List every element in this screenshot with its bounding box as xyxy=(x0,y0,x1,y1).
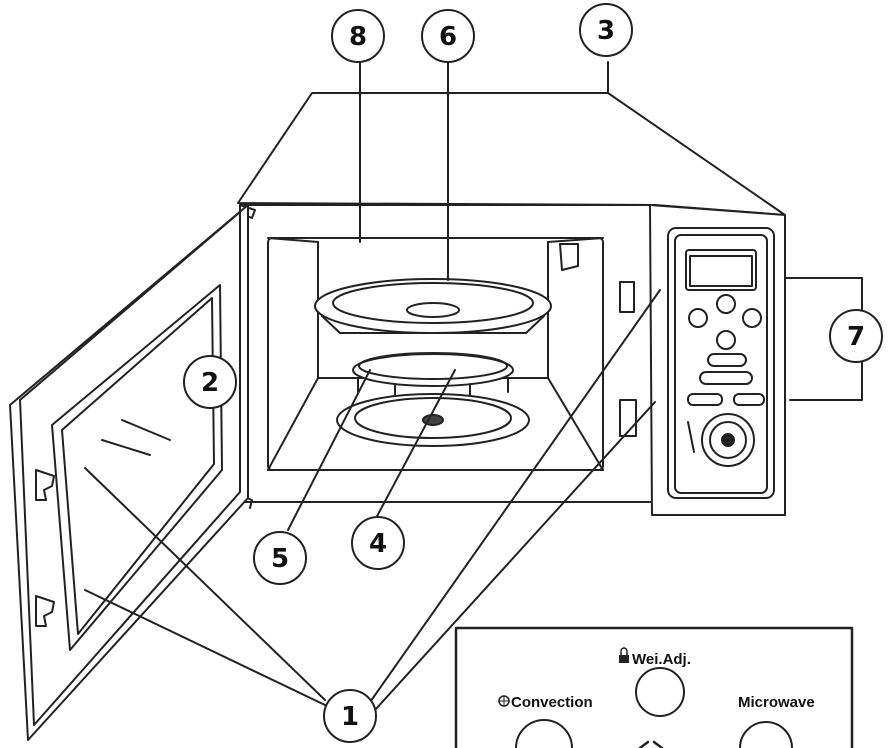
callout-1: 1 xyxy=(323,689,377,743)
callout-4: 4 xyxy=(351,516,405,570)
callout-5-label: 5 xyxy=(271,544,289,574)
callout-6: 6 xyxy=(421,9,475,63)
wei-adj-label: Wei.Adj. xyxy=(632,651,691,668)
callout-8-label: 8 xyxy=(349,22,367,52)
convection-label: Convection xyxy=(511,694,593,711)
glass-tray xyxy=(336,393,530,447)
callout-3-label: 3 xyxy=(597,16,615,46)
door xyxy=(9,204,249,741)
callout-1-label: 1 xyxy=(341,702,359,732)
turntable-ring xyxy=(352,352,514,399)
convection-icon xyxy=(498,695,510,707)
callout-6-label: 6 xyxy=(439,22,457,52)
callout-2-label: 2 xyxy=(201,368,219,398)
callout-8: 8 xyxy=(331,9,385,63)
callout-4-label: 4 xyxy=(369,529,387,559)
control-panel xyxy=(667,227,775,499)
callout-2: 2 xyxy=(183,355,237,409)
callout-7-label: 7 xyxy=(847,322,865,352)
microwave-label: Microwave xyxy=(738,694,815,711)
callout-7: 7 xyxy=(829,309,883,363)
callout-3: 3 xyxy=(579,3,633,57)
callout-5: 5 xyxy=(253,531,307,585)
lock-icon xyxy=(619,647,629,663)
grill-rack xyxy=(314,278,552,334)
inset-control-panel: Wei.Adj. Convection Microwave xyxy=(454,626,854,748)
